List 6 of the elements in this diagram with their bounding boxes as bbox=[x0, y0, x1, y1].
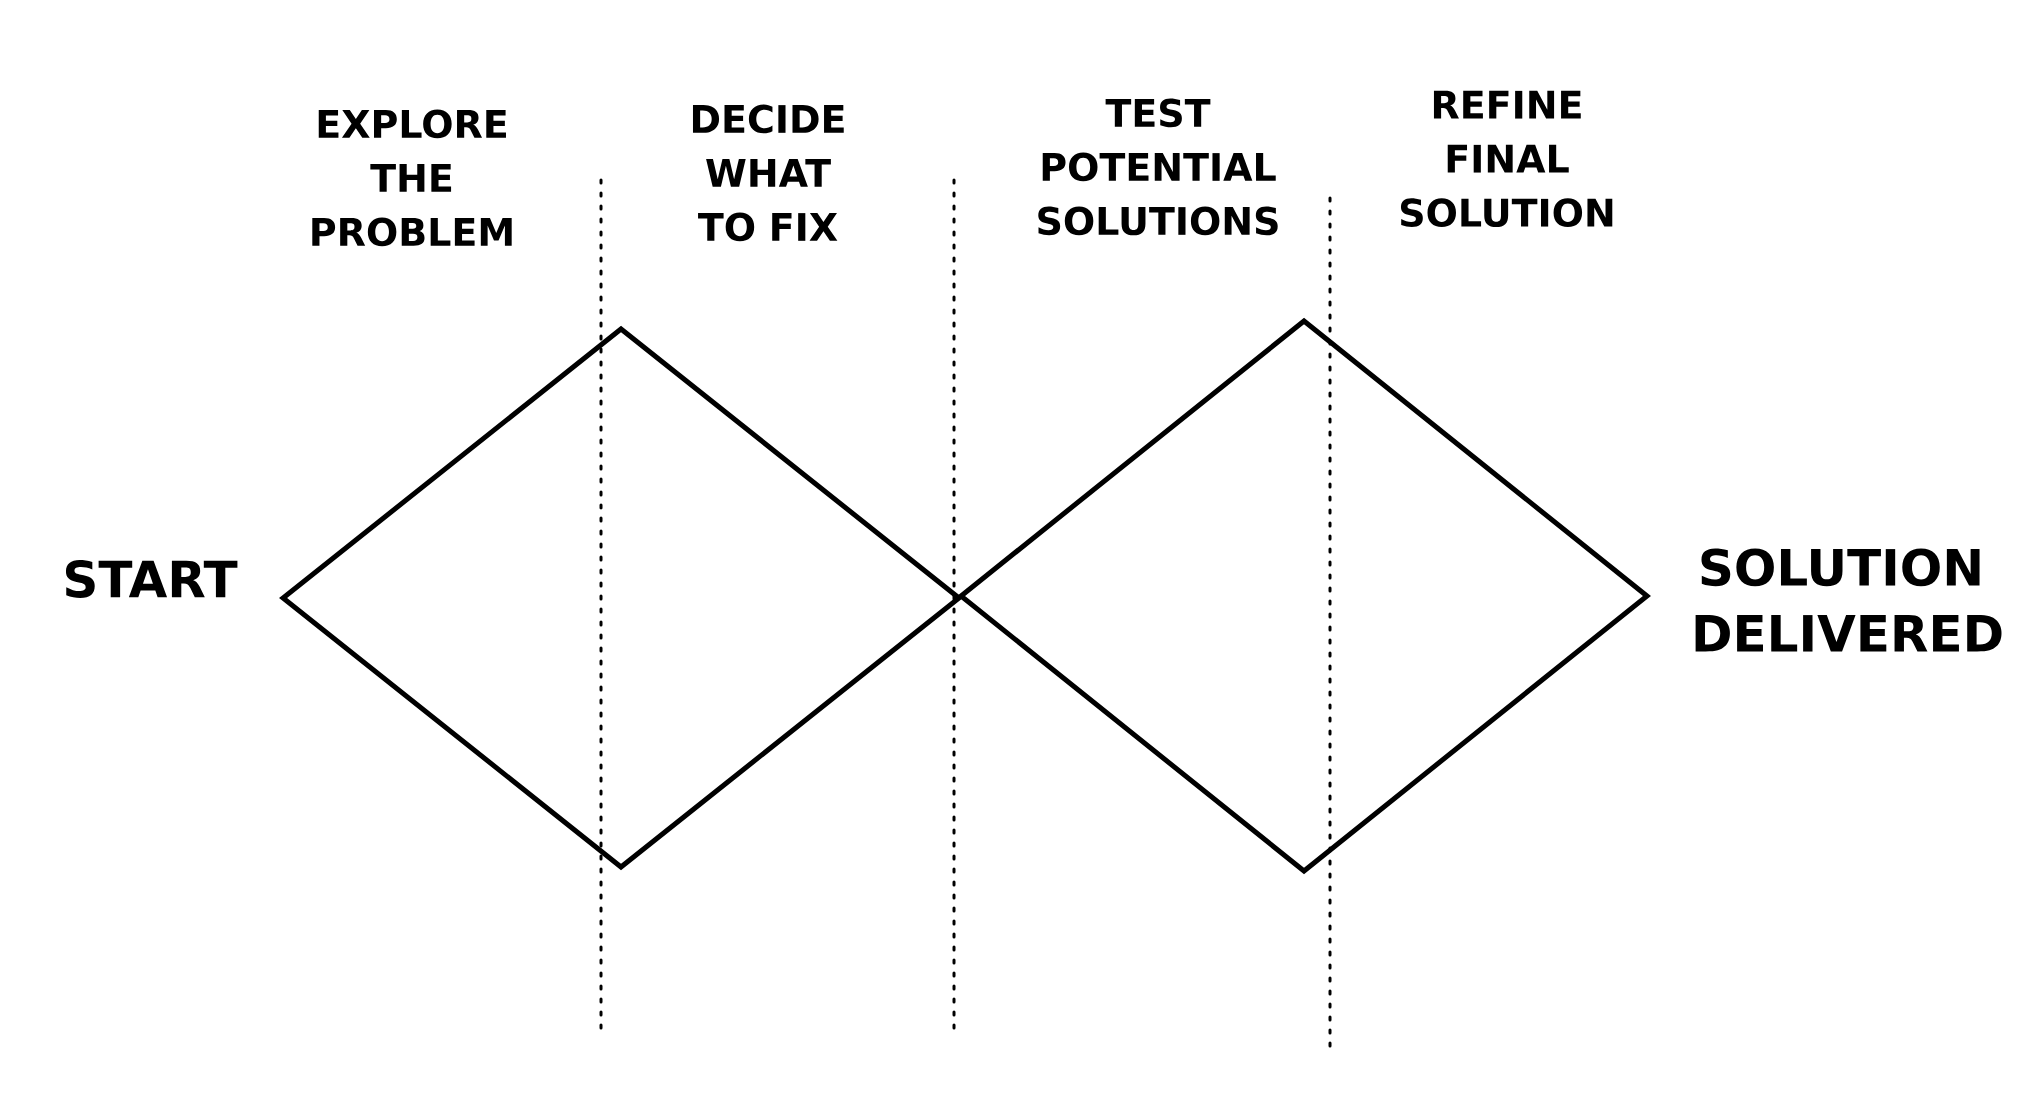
phase-label: EXPLORE THE PROBLEM bbox=[312, 109, 512, 247]
phase-label: DECIDE WHAT TO FIX bbox=[693, 104, 844, 242]
phase-label: TEST POTENTIAL SOLUTIONS bbox=[1038, 98, 1278, 236]
stage-label: START bbox=[65, 560, 238, 598]
phase-label: REFINE FINAL SOLUTION bbox=[1400, 90, 1613, 228]
stage-label: SOLUTION DELIVERED bbox=[1695, 548, 2002, 652]
